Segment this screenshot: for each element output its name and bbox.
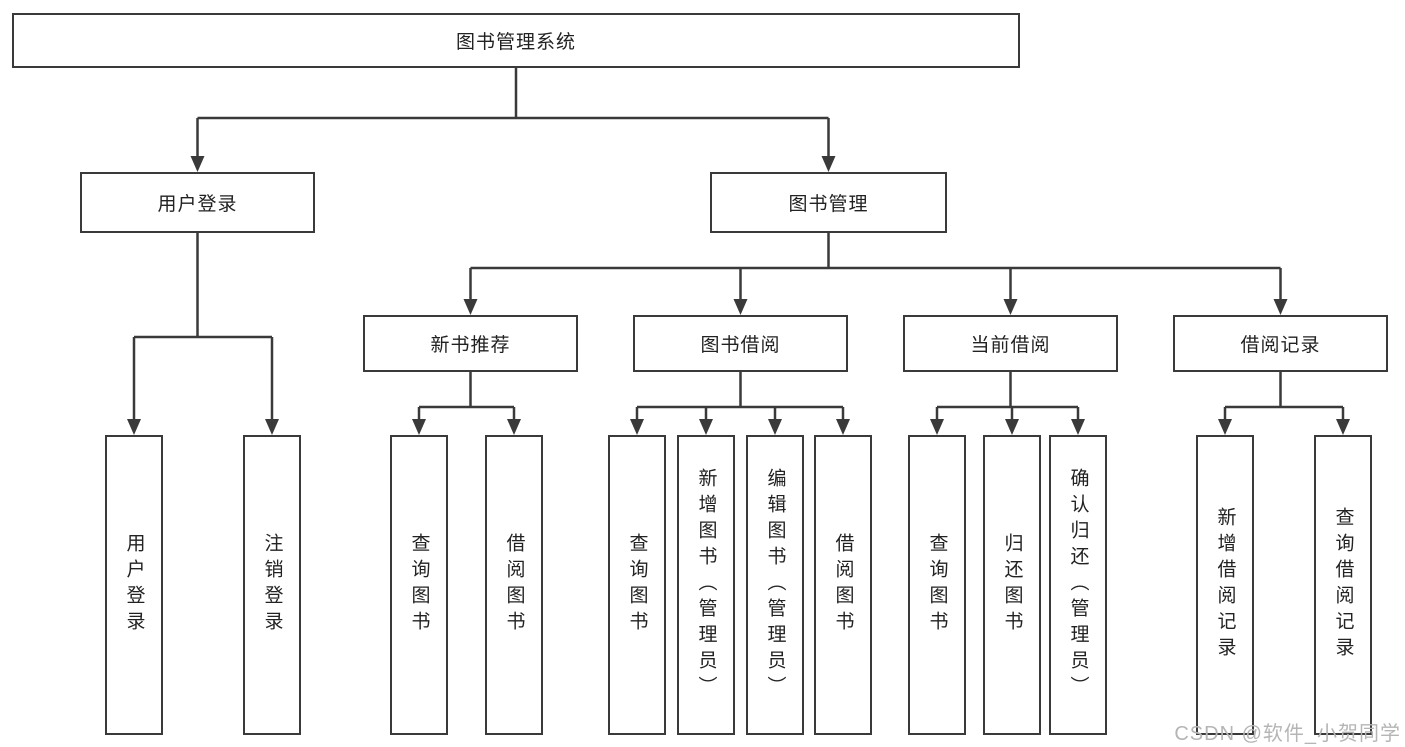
arrow-down-icon — [1071, 419, 1085, 435]
leaf-borrow-add-book-admin: 新增图书（管理员） — [677, 435, 735, 735]
arrow-down-icon — [733, 299, 748, 315]
arrow-down-icon — [1273, 299, 1288, 315]
leaf-current-query-book: 查询图书 — [908, 435, 966, 735]
leaf-recommend-borrow-book: 借阅图书 — [485, 435, 543, 735]
arrow-down-icon — [1336, 419, 1350, 435]
leaf-borrow-query-book: 查询图书 — [608, 435, 666, 735]
leaf-borrow-borrow-book: 借阅图书 — [814, 435, 872, 735]
arrow-down-icon — [127, 419, 141, 435]
node-book-management: 图书管理 — [710, 172, 947, 233]
arrow-down-icon — [821, 156, 836, 172]
arrow-down-icon — [630, 419, 644, 435]
arrow-down-icon — [265, 419, 279, 435]
csdn-watermark: CSDN @软件_小贺同学 — [1174, 723, 1401, 745]
leaf-current-confirm-return-admin: 确认归还（管理员） — [1049, 435, 1107, 735]
arrow-down-icon — [507, 419, 521, 435]
arrow-down-icon — [463, 299, 478, 315]
node-library-system: 图书管理系统 — [12, 13, 1020, 68]
node-borrow-records: 借阅记录 — [1173, 315, 1388, 372]
leaf-user-login: 用户登录 — [105, 435, 163, 735]
leaf-recommend-query-book: 查询图书 — [390, 435, 448, 735]
node-book-borrow: 图书借阅 — [633, 315, 848, 372]
leaf-current-return-book: 归还图书 — [983, 435, 1041, 735]
arrow-down-icon — [836, 419, 850, 435]
leaf-records-add-record: 新增借阅记录 — [1196, 435, 1254, 735]
arrow-down-icon — [190, 156, 205, 172]
leaf-records-query-record: 查询借阅记录 — [1314, 435, 1372, 735]
arrow-down-icon — [930, 419, 944, 435]
arrow-down-icon — [1005, 419, 1019, 435]
arrow-down-icon — [1218, 419, 1232, 435]
node-user-login-branch: 用户登录 — [80, 172, 315, 233]
arrow-down-icon — [699, 419, 713, 435]
leaf-borrow-edit-book-admin: 编辑图书（管理员） — [746, 435, 804, 735]
node-new-book-recommend: 新书推荐 — [363, 315, 578, 372]
arrow-down-icon — [768, 419, 782, 435]
node-current-borrow: 当前借阅 — [903, 315, 1118, 372]
leaf-logout: 注销登录 — [243, 435, 301, 735]
arrow-down-icon — [1003, 299, 1018, 315]
arrow-down-icon — [412, 419, 426, 435]
